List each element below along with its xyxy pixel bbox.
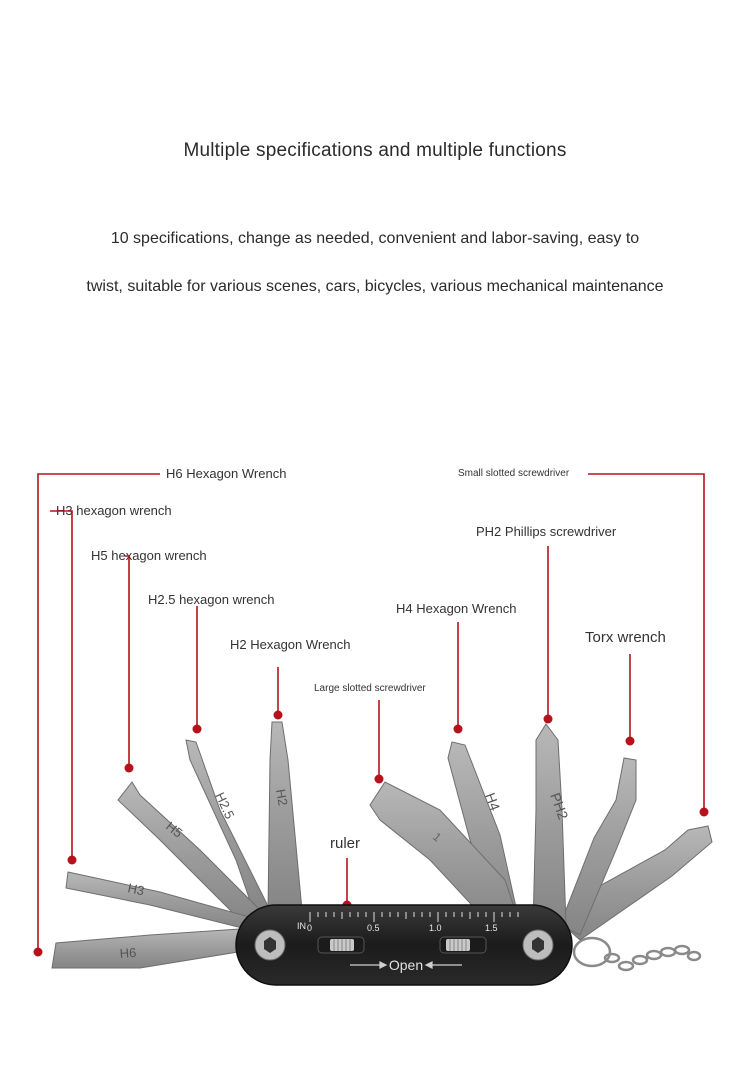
h3-marking: H3: [126, 880, 145, 898]
callout-h3-line: [50, 510, 73, 860]
callout-h2-label: H2 Hexagon Wrench: [230, 637, 351, 652]
callout-ph2-dot: [543, 714, 553, 724]
ruler-10: 1.0: [429, 923, 442, 933]
description-line-2: twist, suitable for various scenes, cars…: [86, 278, 664, 295]
callout-torx-dot: [625, 736, 635, 746]
ruler-15: 1.5: [485, 923, 498, 933]
callout-h6-label: H6 Hexagon Wrench: [166, 466, 287, 481]
h6-blade: H6: [51, 927, 256, 969]
left-release-slider: [317, 936, 365, 954]
callout-small-slot-line: [588, 473, 705, 812]
callout-h3-dot: [67, 855, 77, 865]
h5-blade: H5: [117, 781, 266, 926]
callout-large-slot-label: Large slotted screwdriver: [314, 683, 426, 694]
page-heading: Multiple specifications and multiple fun…: [183, 140, 567, 161]
h2-marking: H2: [273, 788, 291, 807]
callout-h25-dot: [192, 724, 202, 734]
h4-marking: H4: [482, 791, 503, 813]
tool-body: IN 0 0.5 1.0 1.5: [235, 904, 573, 986]
ruler-05: 0.5: [367, 923, 380, 933]
open-arrows: [350, 961, 462, 969]
callout-h5-line: [125, 555, 130, 768]
ruler-ticks: [309, 912, 519, 922]
right-release-slider: [439, 936, 487, 954]
right-screw: [522, 929, 554, 961]
callout-h5-label: H5 hexagon wrench: [91, 548, 207, 563]
callout-h25-label: H2.5 hexagon wrench: [148, 592, 275, 607]
ruler-numbers: IN 0 0.5 1.0 1.5: [297, 921, 498, 933]
callout-torx-label: Torx wrench: [585, 629, 666, 646]
callout-small-slot-label: Small slotted screwdriver: [458, 468, 570, 479]
callout-h2-dot: [273, 710, 283, 720]
callout-lines: [37, 473, 705, 952]
torx-blade: [559, 757, 637, 936]
small-slot-blade: [559, 825, 713, 941]
description-line-1: 10 specifications, change as needed, con…: [110, 230, 640, 247]
ruler-in: IN: [297, 921, 306, 931]
callout-h4-dot: [453, 724, 463, 734]
ruler-0: 0: [307, 923, 312, 933]
callout-h6-line: [37, 473, 160, 952]
h2-blade: H2: [267, 721, 303, 911]
open-label: Open: [389, 957, 423, 973]
callout-ruler-label: ruler: [330, 835, 361, 852]
callout-h6-dot: [33, 947, 43, 957]
callout-small-slot-dot: [699, 807, 709, 817]
left-screw: [254, 929, 286, 961]
keychain: [572, 936, 702, 972]
callout-h4-label: H4 Hexagon Wrench: [396, 601, 517, 616]
callout-h5-dot: [124, 763, 134, 773]
callout-ph2-label: PH2 Phillips screwdriver: [476, 524, 617, 539]
h6-marking: H6: [119, 945, 137, 961]
callout-h3-label: H3 hexagon wrench: [56, 503, 172, 518]
ph2-blade: PH2: [532, 723, 572, 926]
callout-large-slot-dot: [374, 774, 384, 784]
